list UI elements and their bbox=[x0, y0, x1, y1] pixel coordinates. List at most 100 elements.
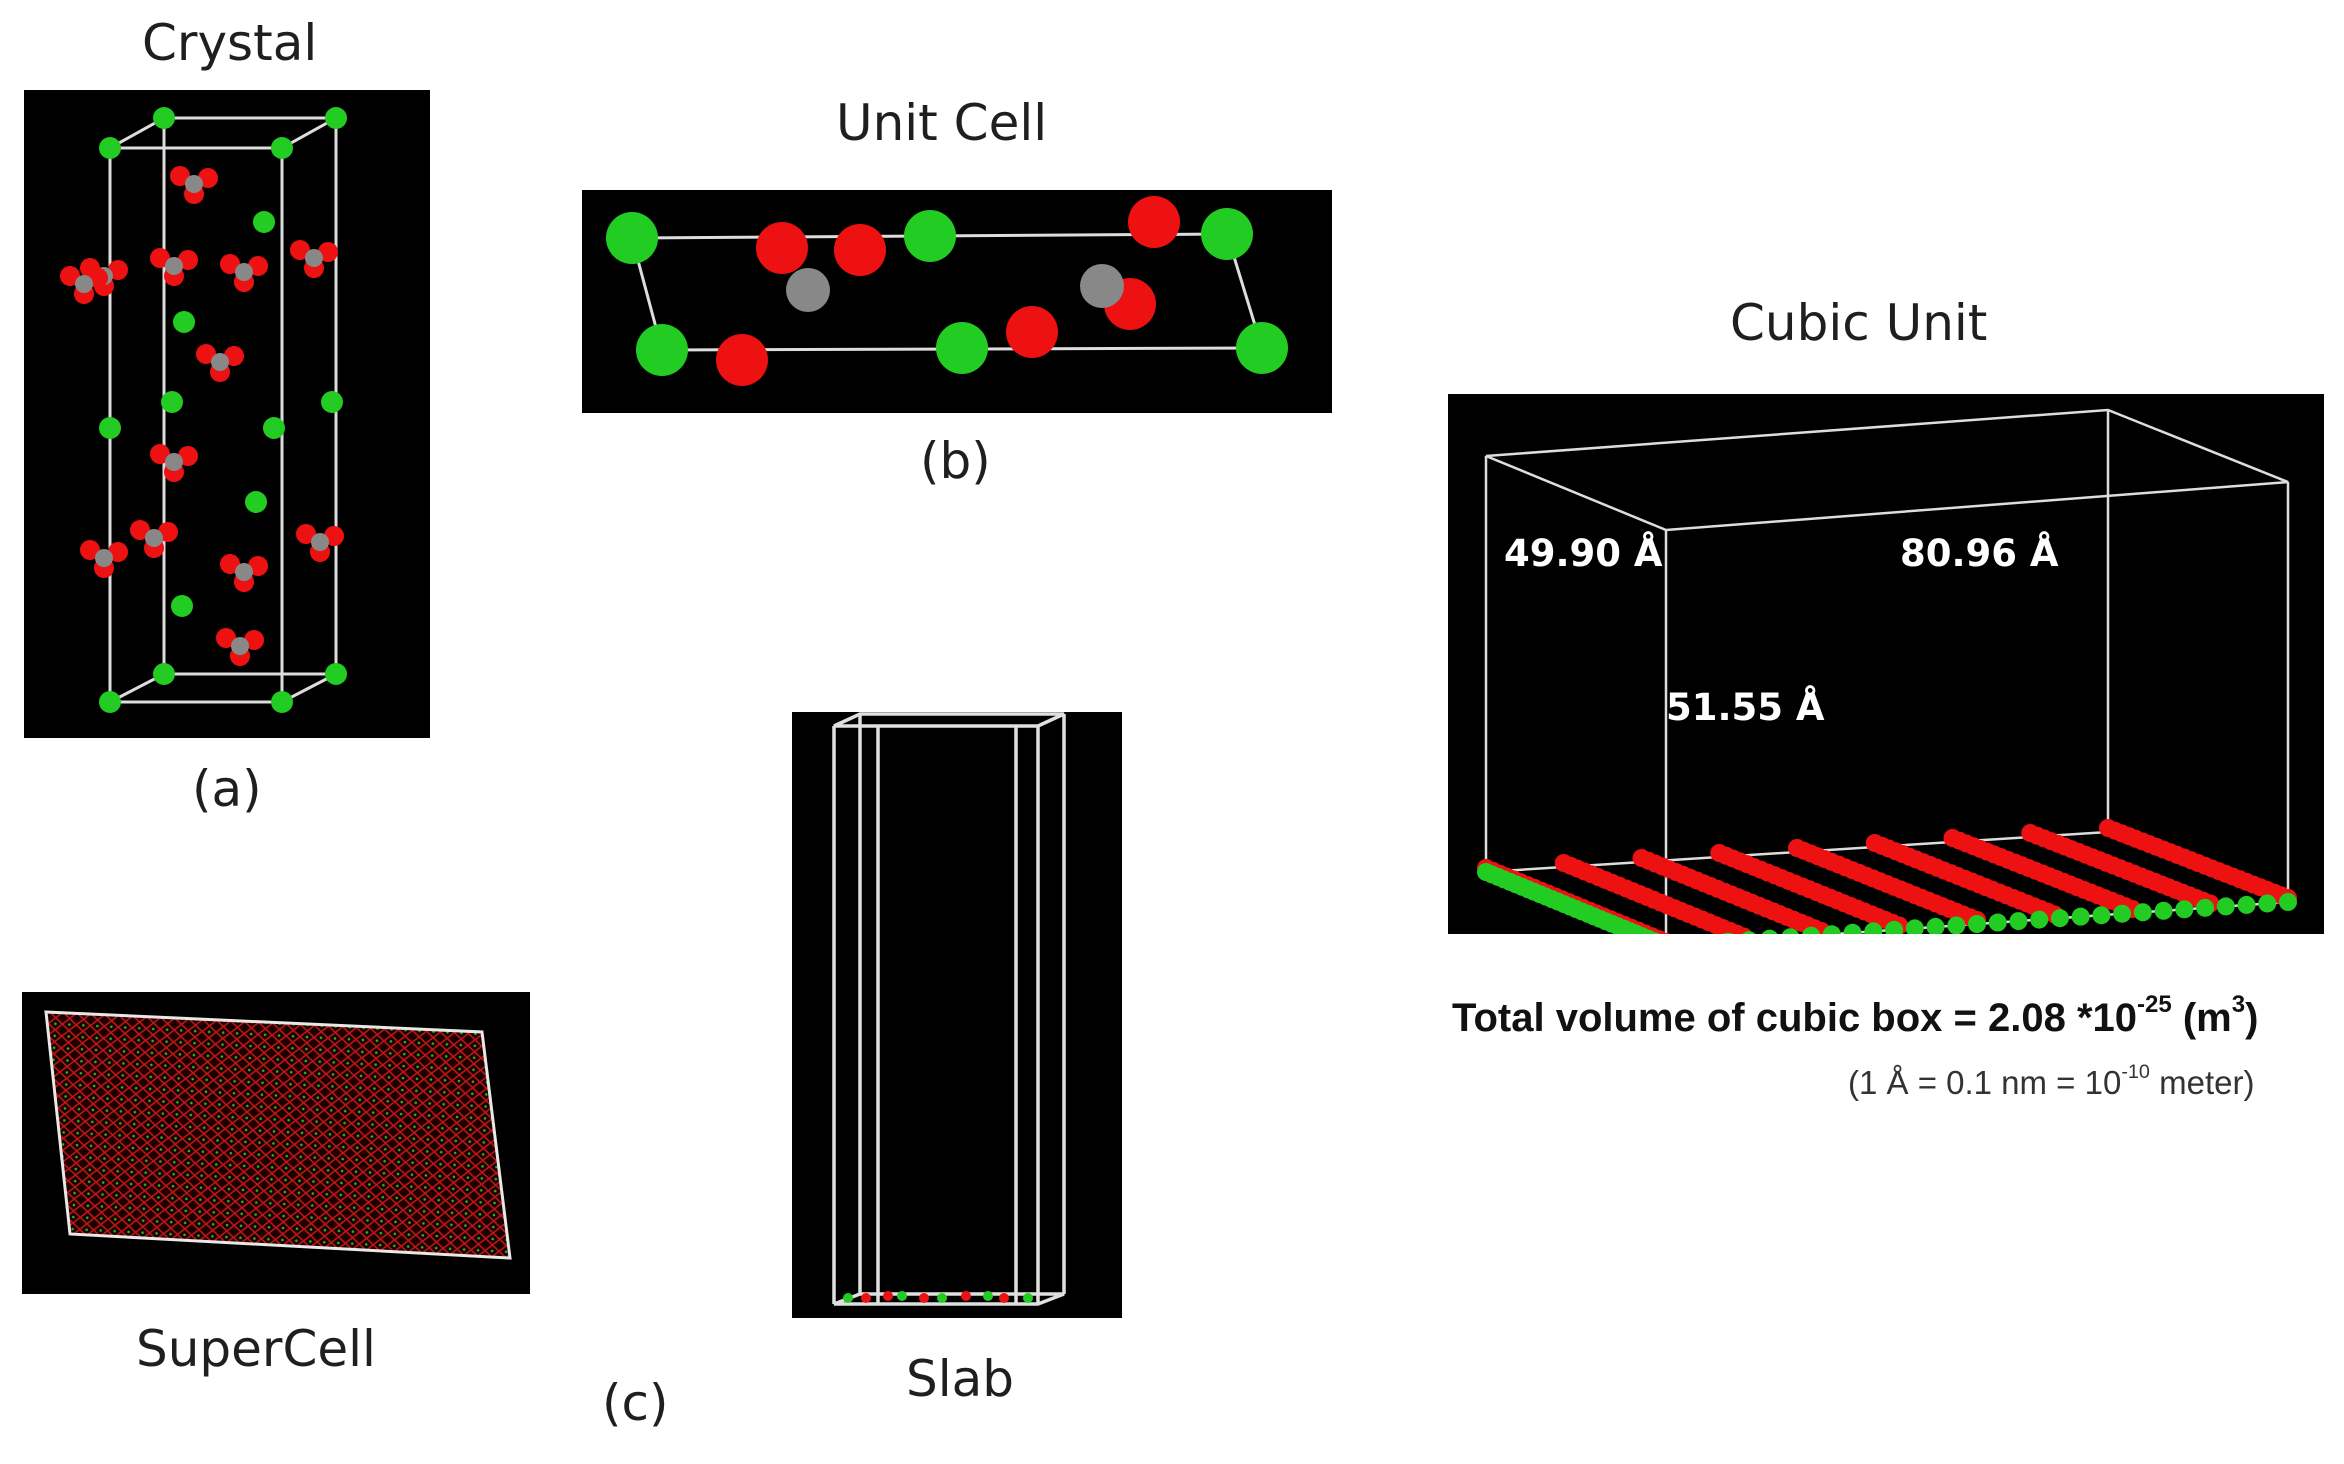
oxygen-atom bbox=[883, 1291, 893, 1301]
calcium-atom bbox=[263, 417, 285, 439]
calcium-atom bbox=[325, 107, 347, 129]
calcium-atom bbox=[161, 391, 183, 413]
dimension-label-c: 51.55 Å bbox=[1666, 685, 1825, 729]
oxygen-atom bbox=[80, 540, 100, 560]
calcium-atom bbox=[1905, 919, 1924, 934]
calcium-atom bbox=[321, 391, 343, 413]
oxygen-atom bbox=[150, 444, 170, 464]
oxygen-atom bbox=[198, 168, 218, 188]
calcium-atom bbox=[1723, 932, 1734, 934]
oxygen-atom bbox=[999, 1293, 1009, 1303]
calcium-atom bbox=[171, 595, 193, 617]
calcium-atom bbox=[1988, 913, 2007, 932]
oxygen-atom bbox=[318, 242, 338, 262]
calcium-atom bbox=[897, 1291, 907, 1301]
calcium-atom bbox=[1201, 208, 1253, 260]
slab-structure-view bbox=[832, 712, 1066, 1306]
carbon-atom bbox=[786, 268, 830, 312]
calcium-atom bbox=[2133, 903, 2152, 922]
group-label-c: (c) bbox=[602, 1374, 669, 1432]
calcium-atom bbox=[99, 137, 121, 159]
calcium-atom bbox=[904, 210, 956, 262]
oxygen-atom bbox=[1006, 306, 1058, 358]
oxygen-atom bbox=[1661, 933, 1671, 934]
unit-cell-panel bbox=[582, 190, 1332, 413]
calcium-atom bbox=[99, 691, 121, 713]
calcium-atom bbox=[153, 663, 175, 685]
calcium-atom bbox=[2175, 900, 2194, 919]
calcium-atom bbox=[2279, 893, 2297, 911]
oxygen-atom bbox=[861, 1293, 871, 1303]
oxygen-atom bbox=[324, 526, 344, 546]
oxygen-atom bbox=[108, 542, 128, 562]
calcium-atom bbox=[606, 212, 658, 264]
calcium-atom bbox=[2030, 910, 2049, 929]
crystal-structure-view bbox=[60, 107, 347, 713]
oxygen-atom bbox=[248, 556, 268, 576]
cubic-unit-panel: 49.90 Å 80.96 Å 51.55 Å bbox=[1448, 394, 2324, 934]
oxygen-atom bbox=[919, 1293, 929, 1303]
carbon-atom bbox=[95, 549, 113, 567]
calcium-atom bbox=[2050, 909, 2069, 928]
carbon-atom bbox=[165, 453, 183, 471]
calcium-atom bbox=[325, 663, 347, 685]
calcium-atom bbox=[153, 107, 175, 129]
unit-cell-structure-view bbox=[606, 196, 1288, 386]
calcium-atom bbox=[1023, 1293, 1033, 1303]
oxygen-atom bbox=[296, 524, 316, 544]
carbon-atom bbox=[145, 529, 163, 547]
calcium-atom bbox=[1885, 920, 1904, 934]
calcium-atom bbox=[99, 417, 121, 439]
oxygen-atom bbox=[216, 628, 236, 648]
calcium-atom bbox=[1802, 926, 1820, 934]
oxygen-atom bbox=[108, 260, 128, 280]
calcium-atom bbox=[1761, 929, 1778, 934]
calcium-atom bbox=[1781, 928, 1799, 934]
carbon-atom bbox=[211, 353, 229, 371]
oxygen-atom bbox=[196, 344, 216, 364]
calcium-atom bbox=[1648, 932, 1660, 934]
carbon-atom bbox=[165, 257, 183, 275]
calcium-atom bbox=[2113, 904, 2132, 923]
carbon-atom bbox=[185, 175, 203, 193]
total-volume-text: Total volume of cubic box = 2.08 *10-25 … bbox=[1452, 990, 2259, 1040]
calcium-atom bbox=[245, 491, 267, 513]
oxygen-atom bbox=[130, 520, 150, 540]
calcium-atom bbox=[2009, 912, 2028, 931]
calcium-atom bbox=[2196, 898, 2215, 917]
calcium-atom bbox=[173, 311, 195, 333]
oxygen-atom bbox=[961, 1291, 971, 1301]
dimension-label-b: 80.96 Å bbox=[1900, 531, 2059, 575]
oxygen-atom bbox=[170, 166, 190, 186]
calcium-atom bbox=[2258, 894, 2277, 913]
carbon-atom bbox=[75, 275, 93, 293]
unit-cell-label: (b) bbox=[920, 432, 991, 490]
oxygen-atom bbox=[178, 446, 198, 466]
calcium-atom bbox=[2071, 907, 2090, 926]
calcium-atom bbox=[1822, 925, 1841, 934]
oxygen-atom bbox=[224, 346, 244, 366]
calcium-atom bbox=[2154, 901, 2173, 920]
supercell-structure-view bbox=[44, 1010, 512, 1260]
oxygen-atom bbox=[220, 554, 240, 574]
calcium-atom bbox=[253, 211, 275, 233]
carbon-atom bbox=[235, 263, 253, 281]
calcium-atom bbox=[1742, 931, 1756, 934]
carbon-atom bbox=[235, 563, 253, 581]
carbon-atom bbox=[305, 249, 323, 267]
oxygen-atom bbox=[220, 254, 240, 274]
oxygen-atom bbox=[244, 630, 264, 650]
cubic-unit-title: Cubic Unit bbox=[1730, 294, 1988, 352]
calcium-atom bbox=[271, 137, 293, 159]
carbon-atom bbox=[231, 637, 249, 655]
carbon-atom bbox=[311, 533, 329, 551]
supercell-title: SuperCell bbox=[136, 1320, 376, 1378]
slab-cell-edges bbox=[832, 712, 1066, 1306]
oxygen-atom bbox=[756, 222, 808, 274]
oxygen-atom bbox=[248, 256, 268, 276]
slab-atoms bbox=[843, 1291, 1033, 1303]
unit-conversion-note: (1 Å = 0.1 nm = 10-10 meter) bbox=[1848, 1061, 2255, 1101]
oxygen-atom bbox=[88, 268, 108, 288]
cubic-slab-atoms bbox=[1477, 819, 2297, 934]
crystal-title: Crystal bbox=[142, 14, 318, 72]
